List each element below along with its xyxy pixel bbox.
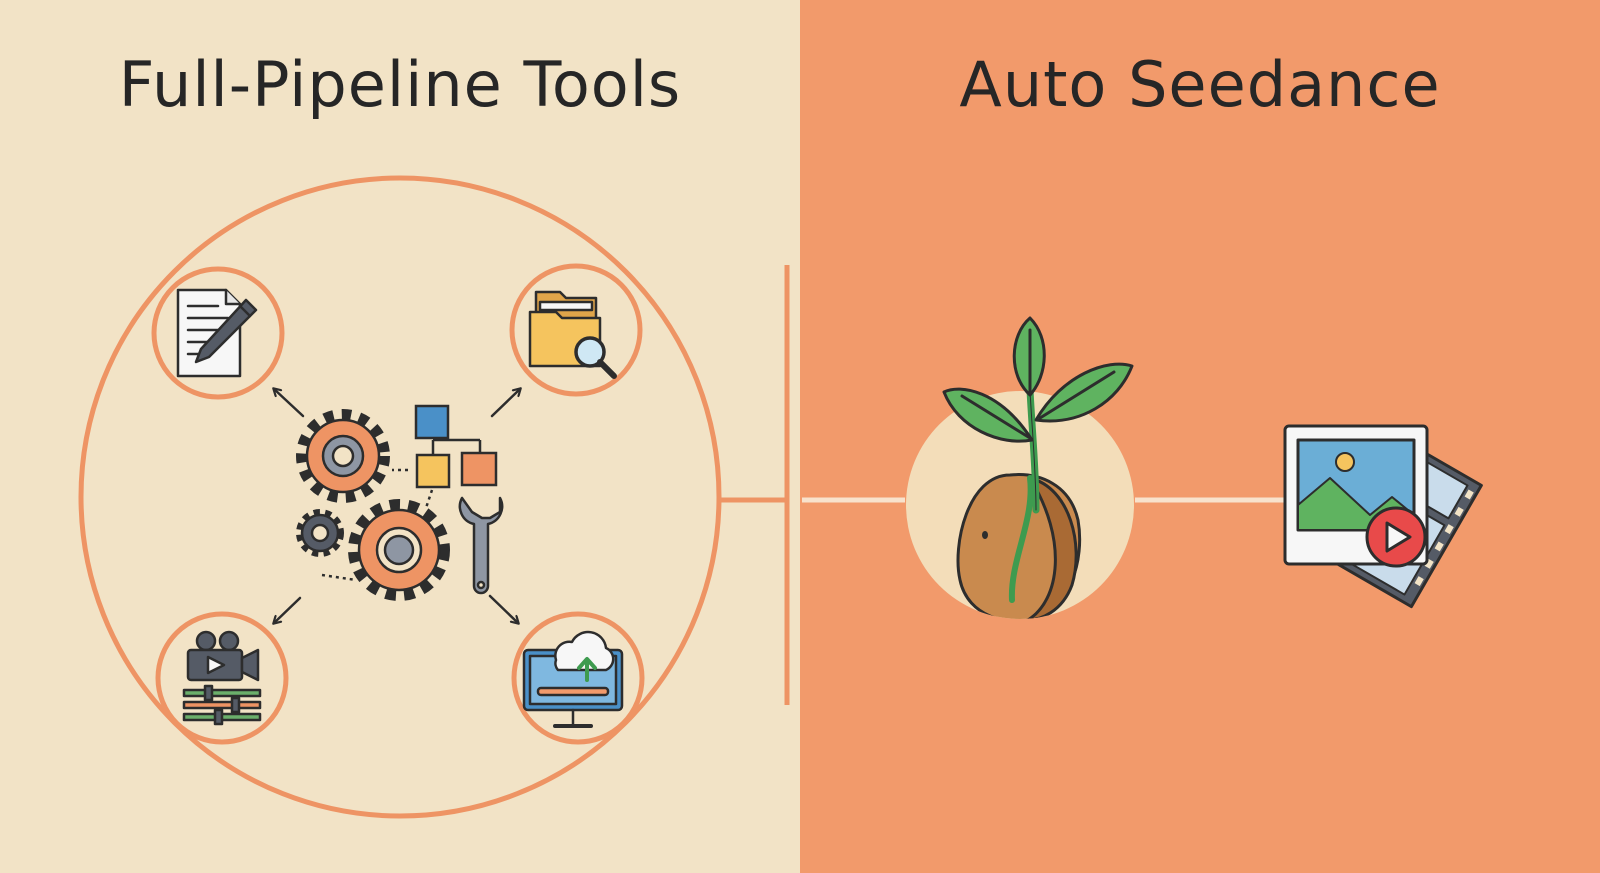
flowchart-icon	[321, 404, 498, 582]
wrench-icon	[458, 496, 504, 595]
seed-sprout-icon	[906, 316, 1134, 619]
document-pen-icon	[176, 288, 258, 378]
left-background	[0, 0, 800, 873]
gears-icon	[296, 409, 450, 601]
left-panel-title: Full-Pipeline Tools	[118, 48, 682, 121]
connector-lines	[720, 265, 1285, 705]
photo-video-icon	[1283, 424, 1483, 609]
computer-cloud-upload-icon	[522, 630, 624, 728]
pipeline-ring	[78, 175, 722, 819]
video-camera-editing-icon	[182, 630, 262, 726]
folder-search-icon	[528, 290, 617, 379]
right-panel-title: Auto Seedance	[959, 48, 1441, 121]
right-background	[800, 0, 1600, 873]
pipeline-arrows	[274, 389, 520, 623]
